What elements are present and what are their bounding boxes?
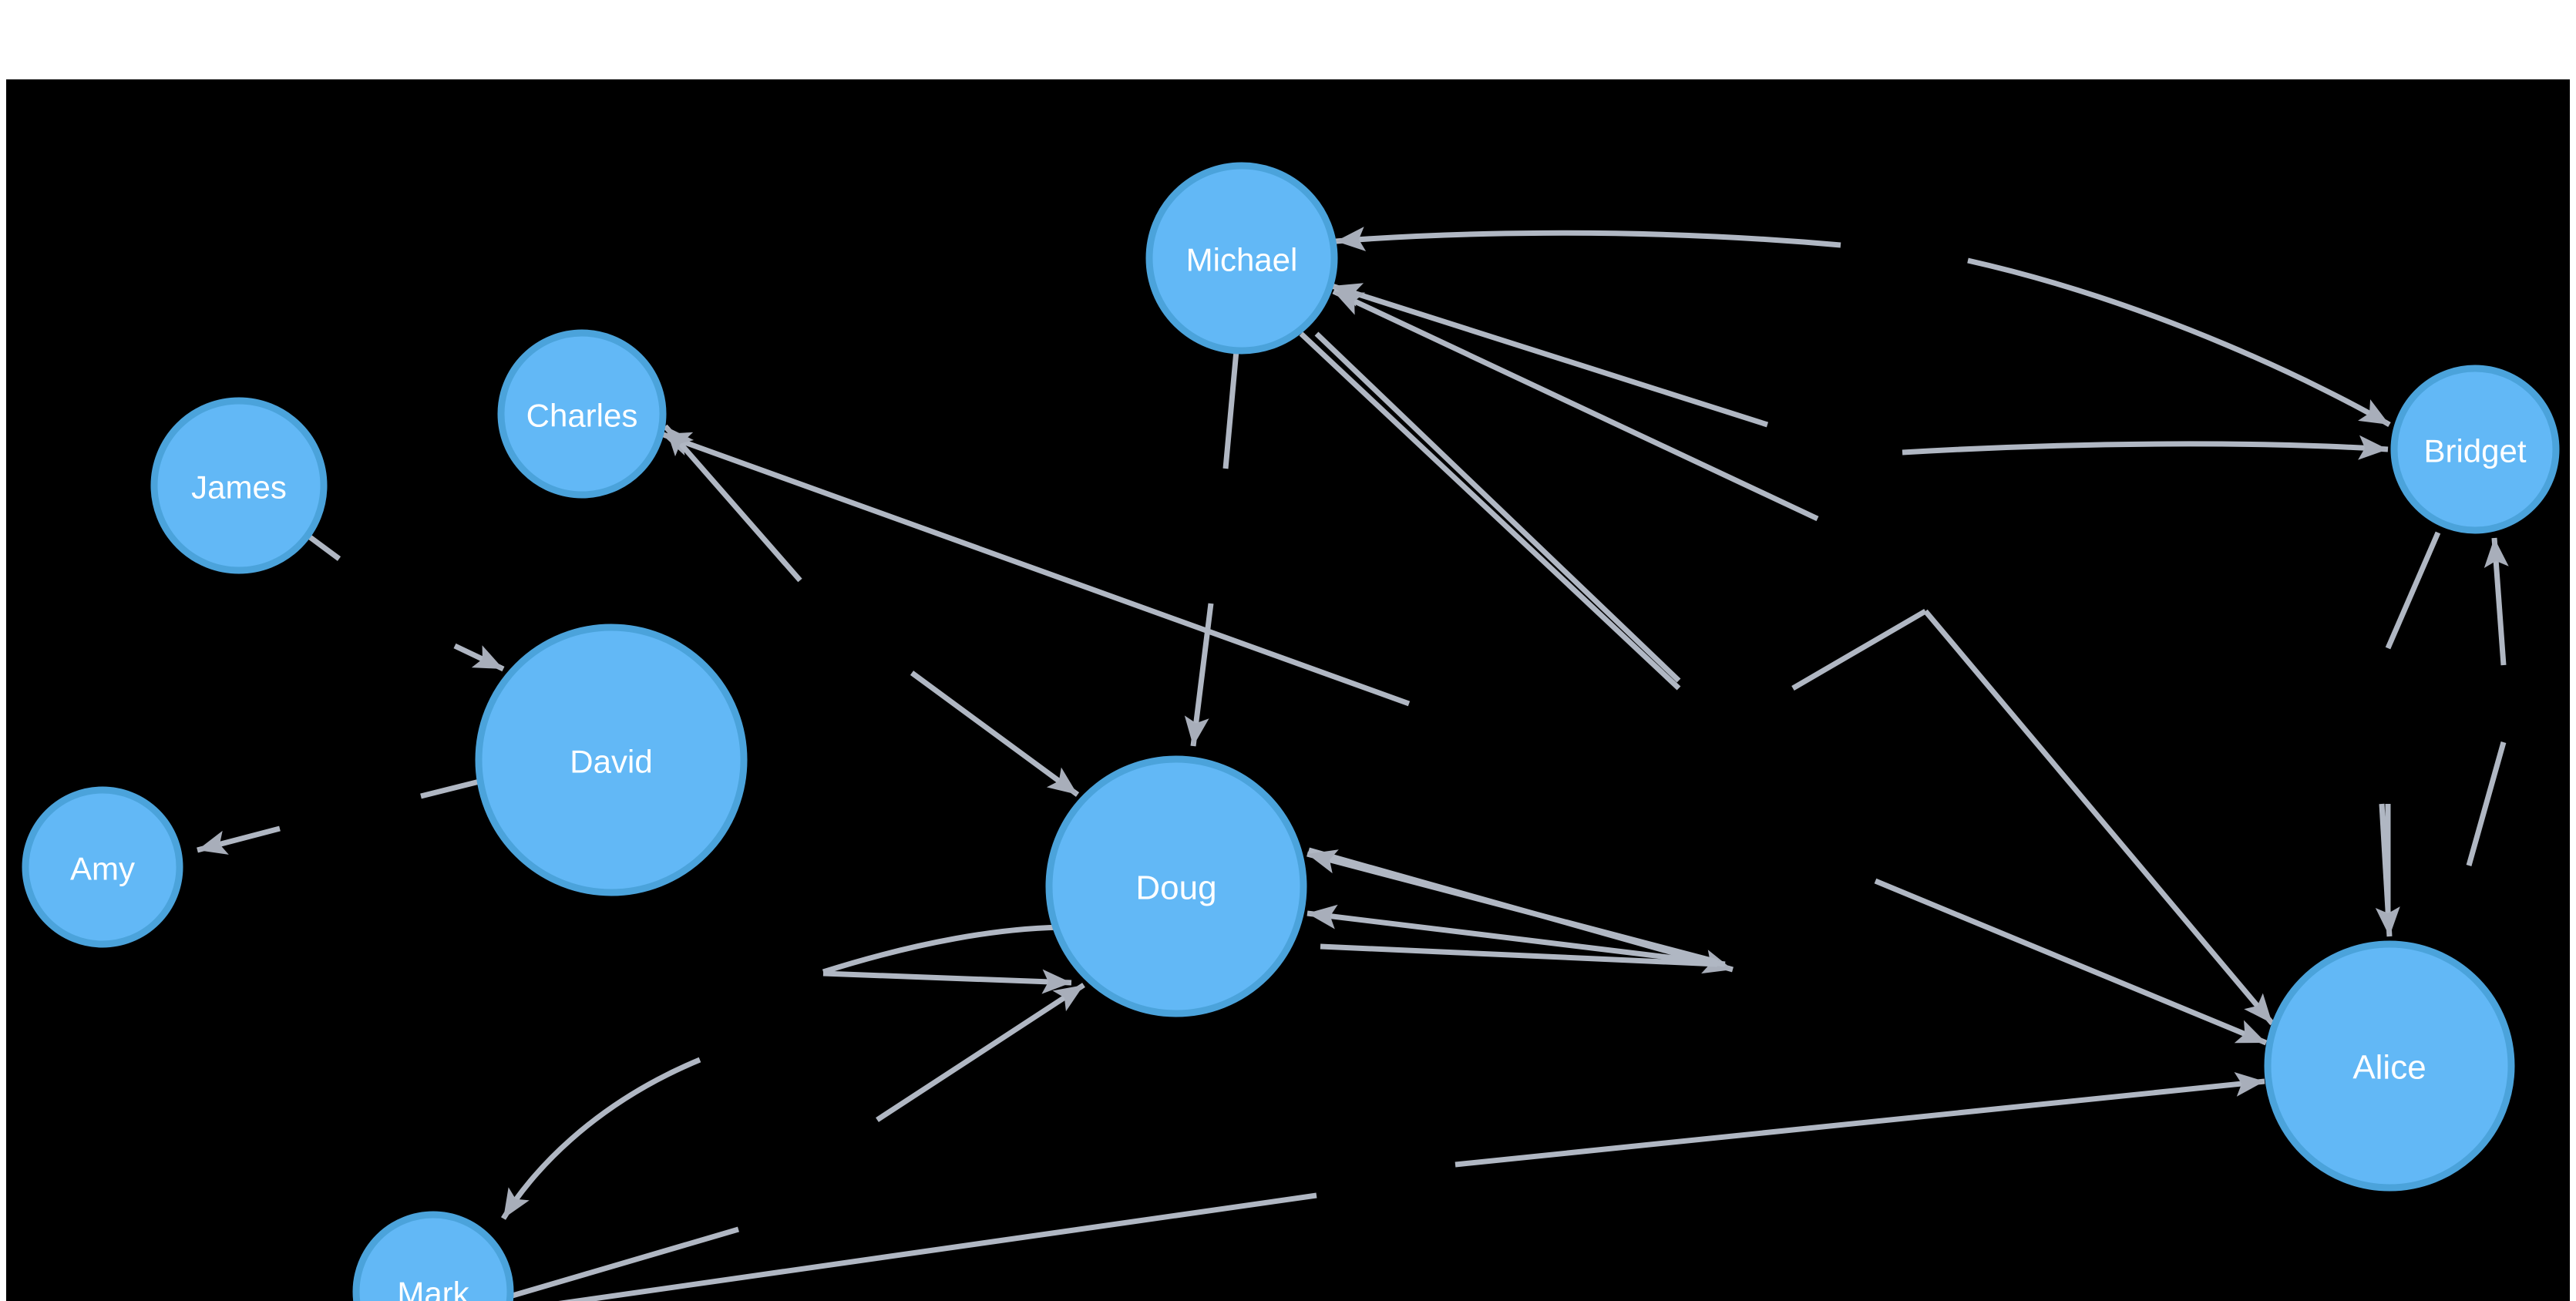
graph-node-michael[interactable]: Michael [1145, 162, 1338, 355]
graph-edge[interactable] [660, 431, 1411, 707]
graph-node-david[interactable]: David [475, 624, 748, 896]
node-circle[interactable] [475, 624, 748, 896]
graph-edge[interactable] [822, 924, 1071, 975]
graph-edge[interactable] [1299, 331, 1681, 691]
node-label: Charles [526, 398, 638, 434]
edge-arrowhead [2244, 993, 2272, 1024]
graph-node-bridget[interactable]: Bridget [2390, 365, 2560, 534]
graph-node-amy[interactable]: Amy [22, 786, 183, 948]
edge-arrowhead [2484, 538, 2509, 569]
edge-arrowhead [471, 645, 503, 669]
graph-edge[interactable] [1314, 331, 1681, 683]
node-label: Alice [2352, 1049, 2426, 1087]
graph-edge[interactable] [1874, 878, 2268, 1046]
edge-arrowhead [503, 1187, 530, 1219]
node-label: Michael [1186, 242, 1298, 278]
graph-edge[interactable] [1306, 851, 1718, 965]
edge-arrowhead [1307, 904, 1338, 930]
node-label: Bridget [2423, 433, 2526, 469]
graph-node-james[interactable]: James [150, 397, 328, 574]
edge-arrowhead [1336, 227, 1367, 252]
graph-edge[interactable] [1222, 350, 1239, 469]
graph-edge[interactable] [663, 424, 802, 583]
graph-node-alice[interactable]: Alice [2264, 940, 2515, 1192]
edge-arrowhead [1307, 849, 1339, 874]
graph-edge[interactable] [1335, 230, 1841, 248]
node-label: Doug [1135, 869, 1216, 907]
graph-node-charles[interactable]: Charles [497, 329, 667, 499]
node-label: James [191, 469, 287, 506]
graph-edge[interactable] [1923, 609, 2275, 1026]
graph-edge[interactable] [506, 1226, 739, 1300]
edge-arrowhead [197, 830, 229, 855]
edge-layer [197, 227, 2509, 1301]
edge-arrowhead [1333, 291, 1366, 315]
graph-edge[interactable] [876, 983, 1085, 1122]
node-circle[interactable] [2390, 365, 2560, 534]
edge-arrowhead [2234, 1071, 2265, 1097]
node-circle[interactable] [22, 786, 183, 948]
edge-arrowhead [1046, 767, 1078, 795]
graph-edge[interactable] [1190, 603, 1214, 747]
node-circle[interactable] [150, 397, 328, 574]
edge-arrowhead [665, 426, 694, 457]
graph-edge[interactable] [2385, 531, 2441, 650]
node-label: Mark [397, 1276, 469, 1301]
graph-edge[interactable] [1330, 283, 1769, 428]
graph-edge[interactable] [1454, 1078, 2265, 1168]
graph-edge[interactable] [1320, 943, 1718, 967]
graph-edge[interactable] [2466, 741, 2507, 866]
edge-arrowhead [2358, 435, 2388, 460]
graph-node-doug[interactable]: Doug [1045, 755, 1307, 1017]
edge-arrowhead [1184, 715, 1209, 746]
edge-arrowhead [2358, 399, 2389, 425]
graph-edge[interactable] [1306, 910, 1726, 967]
graph-edge[interactable] [1332, 288, 1819, 522]
node-circle[interactable] [352, 1211, 514, 1301]
edge-arrowhead [1041, 969, 1071, 994]
node-circle[interactable] [1045, 755, 1307, 1017]
graph-edge[interactable] [1967, 257, 2391, 428]
graph-edge[interactable] [501, 1057, 701, 1220]
edge-arrowhead [2375, 906, 2400, 936]
graph-edge[interactable] [822, 970, 1072, 986]
edge-arrowhead [2234, 1020, 2266, 1044]
edge-arrowhead [1052, 985, 1084, 1012]
node-circle[interactable] [1145, 162, 1338, 355]
graph-edge[interactable] [1791, 608, 1927, 691]
graph-edge[interactable] [1902, 441, 2389, 456]
graph-edge[interactable] [507, 1192, 1317, 1301]
node-circle[interactable] [2264, 940, 2515, 1192]
node-label: Amy [70, 851, 135, 887]
node-circle[interactable] [497, 329, 667, 499]
node-label: David [570, 744, 652, 780]
graph-edge[interactable] [910, 671, 1080, 797]
graph-edge[interactable] [420, 778, 483, 799]
graph-node-mark[interactable]: Mark [352, 1211, 514, 1301]
